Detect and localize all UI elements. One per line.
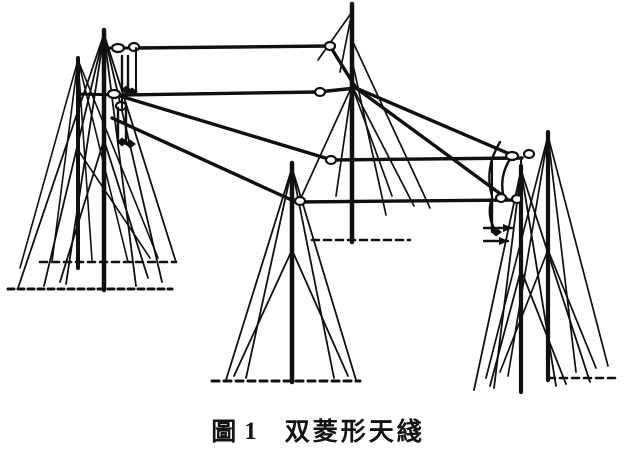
caption-number: 1 xyxy=(244,417,259,445)
insulator-right-upper-a xyxy=(504,150,520,162)
insulator-left-upper-b xyxy=(127,41,141,53)
right-mast-group xyxy=(473,129,622,395)
mid-horizontal-upper xyxy=(328,156,524,162)
insulator-left-lower-a xyxy=(106,88,122,100)
insulator-center-apex-upper xyxy=(323,40,337,52)
left-front-guy-wires xyxy=(17,33,177,289)
center-mast-group xyxy=(210,1,431,385)
upper-diamond-right-upper xyxy=(328,44,358,90)
left-mast-group xyxy=(6,27,178,293)
long-span-lower xyxy=(110,116,298,204)
upper-diamond-lower-leg xyxy=(120,90,320,97)
insulator-set xyxy=(106,40,536,207)
caption-title: 双菱形天綫 xyxy=(284,416,425,446)
connector-stubs xyxy=(121,47,522,201)
insulator-center-apex-lower xyxy=(313,86,327,98)
insulator-center-mid xyxy=(324,154,338,166)
upper-diamond-top-leg xyxy=(132,44,332,50)
feeder-set xyxy=(116,54,514,245)
long-span-upper xyxy=(118,94,334,162)
right-front-guy-wires xyxy=(473,169,591,391)
lower-diamond-lower-leg xyxy=(354,86,508,200)
caption-label: 圖 xyxy=(211,416,239,446)
rhombic-wire-set xyxy=(110,44,524,204)
right-rear-guy-wires xyxy=(485,135,609,379)
figure-caption: 圖 1 双菱形天綫 xyxy=(0,406,636,456)
lower-diamond-top-leg xyxy=(354,86,514,157)
left-rear-guy-wires xyxy=(19,59,159,269)
mid-horizontal-lower xyxy=(294,198,520,204)
center-rear-guy-wires xyxy=(299,11,431,216)
insulator-left-upper-a xyxy=(110,42,126,54)
insulator-right-upper-b xyxy=(522,148,536,160)
insulator-center-low xyxy=(293,195,307,207)
antenna-line-drawing xyxy=(6,1,622,395)
insulator-right-lower-a xyxy=(494,192,508,204)
